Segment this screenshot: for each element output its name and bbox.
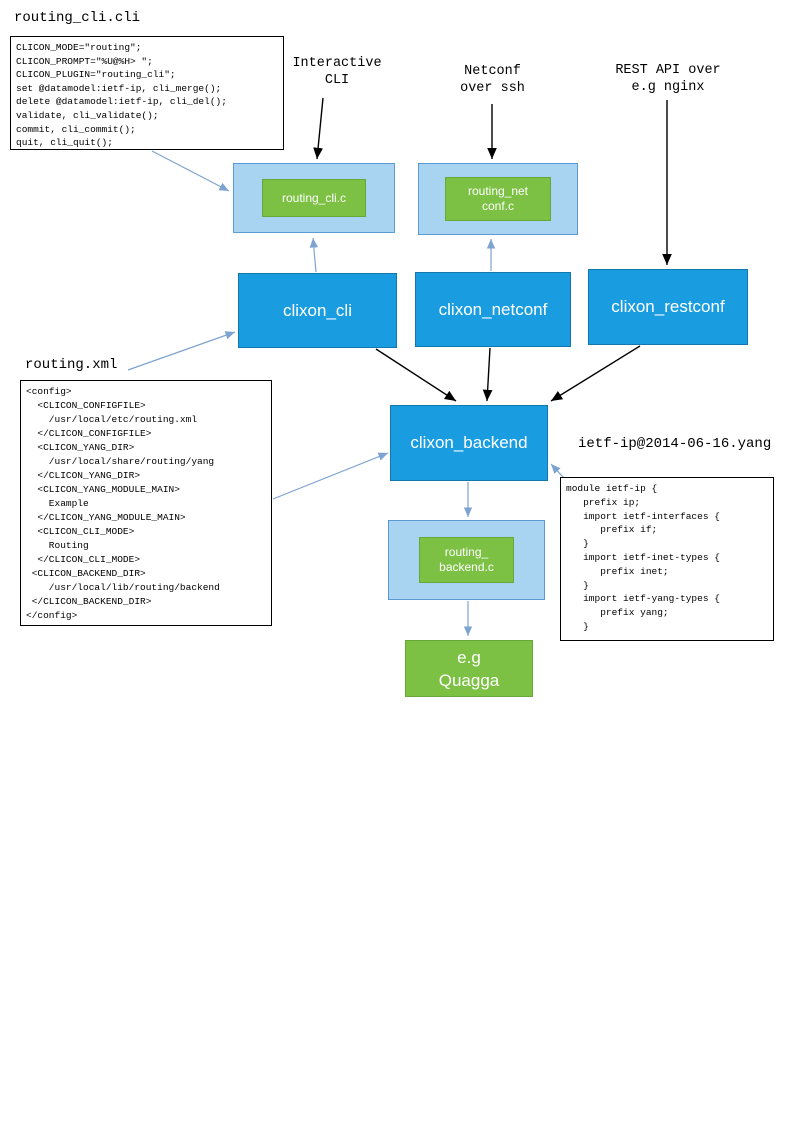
arrow-clixon-cli-to-plugin-panel (309, 237, 319, 273)
panel-routing-cli-plugin: routing_cli.c (233, 163, 395, 233)
yang-module-code-box: module ietf-ip { prefix ip; import ietf-… (560, 477, 774, 641)
panel-routing-backend-plugin: routing_ backend.c (388, 520, 545, 600)
arrow-cli-spec-to-routing-cli-plugin (151, 150, 230, 192)
arrow-clixon-restconf-to-backend (550, 345, 641, 402)
arrow-config-xml-to-backend (272, 452, 389, 500)
annotation-interactive-cli: Interactive CLI (292, 56, 382, 88)
cli-spec-code-box: CLICON_MODE="routing"; CLICON_PROMPT="%U… (10, 36, 284, 150)
config-xml-code-box: <config> <CLICON_CONFIGFILE> /usr/local/… (20, 380, 272, 626)
node-clixon-backend: clixon_backend (390, 405, 548, 481)
arrow-clixon-netconf-to-backend (482, 347, 493, 402)
annotation-netconf-over-ssh: Netconf over ssh (460, 64, 525, 96)
cli-spec-title: routing_cli.cli (14, 10, 141, 26)
config-xml-title: routing.xml (25, 357, 118, 373)
arrow-config-xml-to-clixon-cli (127, 331, 236, 371)
panel-routing-netconf-plugin: routing_net conf.c (418, 163, 578, 235)
node-clixon-restconf: clixon_restconf (588, 269, 748, 345)
node-quagga: e.g Quagga (405, 640, 533, 697)
arrow-interactive-cli-to-routing-cli-plugin (313, 97, 324, 160)
node-routing-cli-plugin: routing_cli.c (262, 179, 366, 217)
node-routing-backend-plugin: routing_ backend.c (419, 537, 514, 583)
arrow-clixon-cli-to-backend (375, 348, 457, 402)
node-clixon-netconf: clixon_netconf (415, 272, 571, 347)
node-clixon-cli: clixon_cli (238, 273, 397, 348)
yang-module-title: ietf-ip@2014-06-16.yang (578, 436, 772, 452)
node-routing-netconf-plugin: routing_net conf.c (445, 177, 551, 221)
annotation-rest-api: REST API over e.g nginx (615, 63, 721, 95)
